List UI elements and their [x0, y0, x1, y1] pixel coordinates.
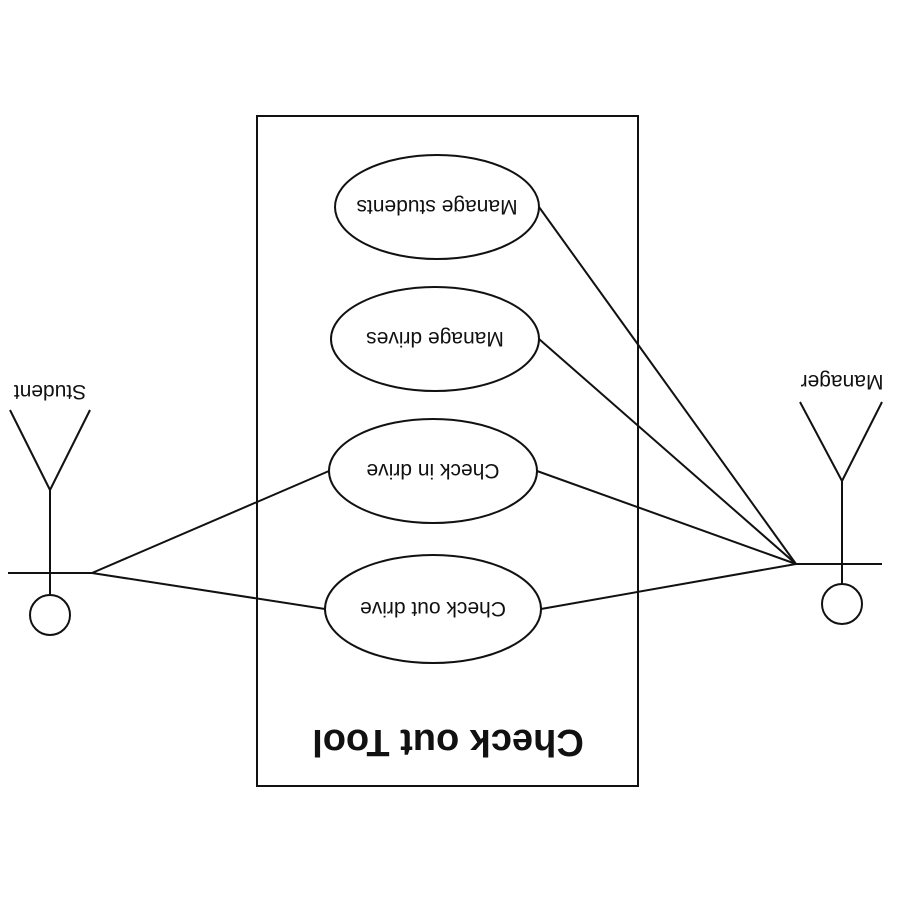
actor-leg-left: [49, 409, 91, 491]
actor-head: [29, 594, 71, 636]
use-case-label: Check in drive: [366, 459, 499, 482]
use-case-label: Manage students: [356, 195, 517, 218]
actor-label: Student: [14, 380, 87, 403]
use-case-label: Manage drives: [366, 327, 504, 350]
association-manager-manage-students: [538, 206, 797, 565]
system-title: Check out Tool: [312, 721, 584, 763]
use-case-label: Check out drive: [360, 597, 506, 620]
association-manager-manage-drives: [538, 338, 797, 565]
actor-leg-left: [841, 401, 883, 482]
actor-head: [821, 583, 863, 625]
association-student-check-out: [91, 572, 326, 610]
actor-manager[interactable]: Manager: [796, 370, 884, 625]
diagram-rotated-group: Check out Tool Check out drive Check in …: [8, 115, 884, 787]
actor-student[interactable]: Student: [8, 380, 92, 636]
use-case-manage-drives[interactable]: Manage drives: [330, 286, 540, 392]
use-case-manage-students[interactable]: Manage students: [334, 154, 540, 260]
system-boundary: [256, 115, 639, 787]
use-case-check-in-drive[interactable]: Check in drive: [328, 418, 538, 524]
association-manager-check-out: [540, 563, 797, 610]
use-case-check-out-drive[interactable]: Check out drive: [324, 554, 542, 664]
association-manager-check-in: [536, 470, 797, 565]
association-student-check-in: [91, 470, 330, 574]
actor-leg-right: [799, 401, 843, 482]
actor-label: Manager: [801, 370, 884, 393]
actor-leg-right: [9, 409, 51, 491]
